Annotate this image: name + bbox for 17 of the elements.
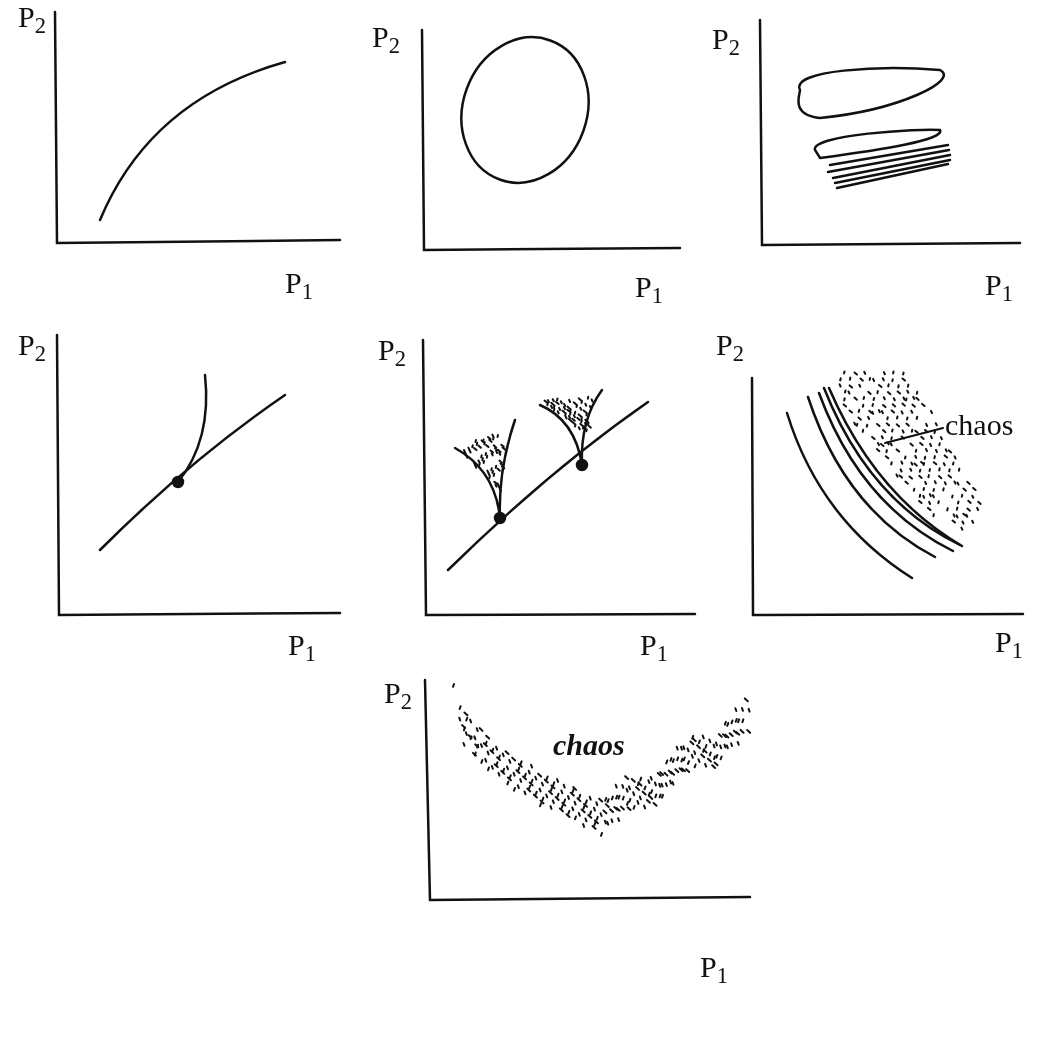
axis-label: P$_{2}$ <box>384 678 412 708</box>
axis-label: P$_{2}$ <box>716 330 744 360</box>
axis-label: P$_{2}$ <box>18 2 46 32</box>
axis-label: P$_{1}$ <box>985 270 1013 300</box>
region-label: chaos <box>945 410 1014 440</box>
axis-label: P$_{1}$ <box>288 630 316 660</box>
axis-label: P$_{1}$ <box>995 627 1023 657</box>
axis-label: P$_{2}$ <box>372 22 400 52</box>
axis-label: P$_{1}$ <box>285 268 313 298</box>
axis-label: P$_{2}$ <box>378 335 406 365</box>
axis-label: P$_{1}$ <box>635 272 663 302</box>
axis-label: P$_{2}$ <box>712 24 740 54</box>
region-label: chaos <box>553 730 625 760</box>
axis-label: P$_{1}$ <box>700 952 728 982</box>
leader-line <box>884 427 944 444</box>
axis-label: P$_{1}$ <box>640 630 668 660</box>
axis-label: P$_{2}$ <box>18 330 46 360</box>
